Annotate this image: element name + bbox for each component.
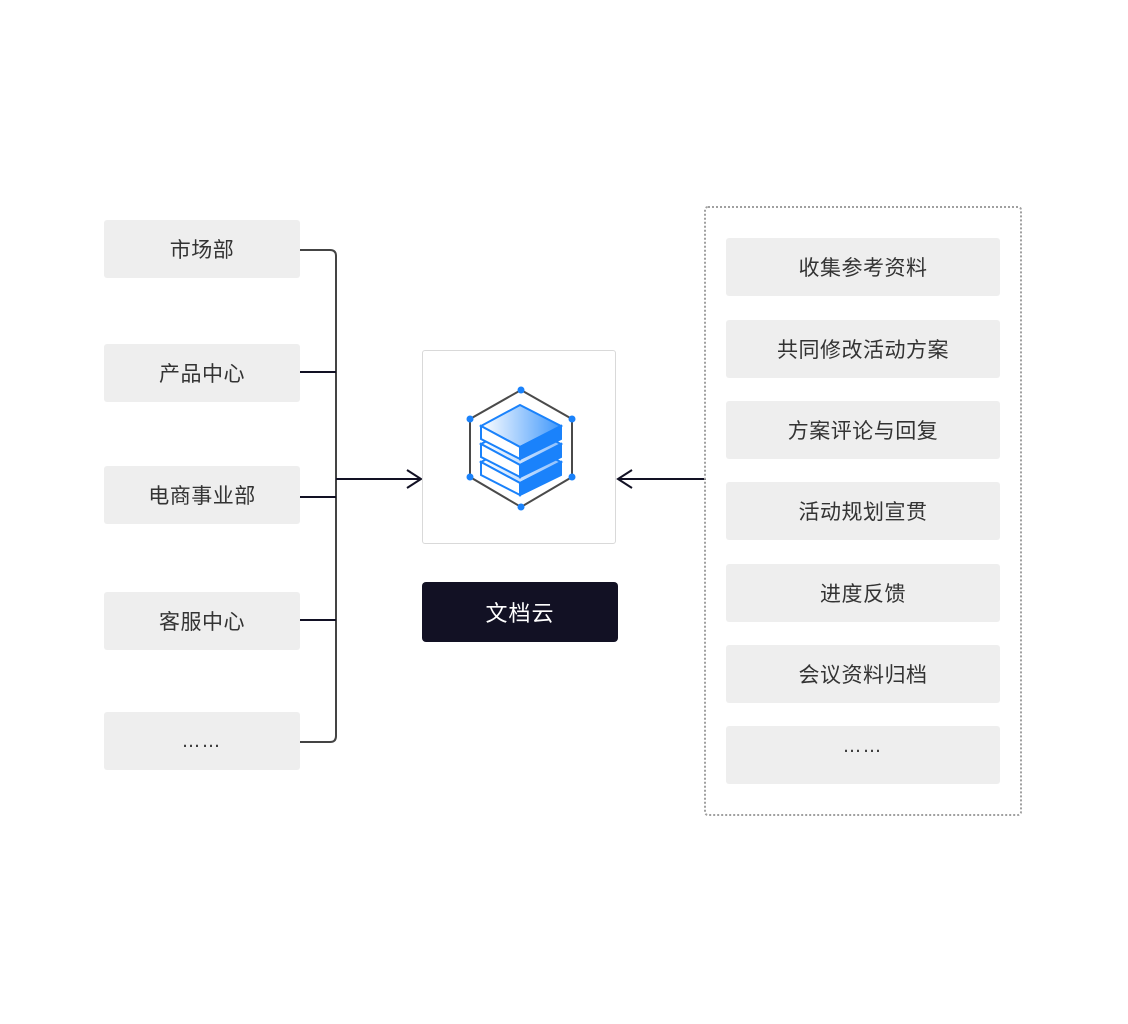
activity-label: 共同修改活动方案 [777, 338, 949, 362]
department-label: 市场部 [169, 238, 235, 262]
arrow-from-activities-head [616, 469, 633, 489]
activity-label: …… [843, 736, 883, 757]
activity-label: 方案评论与回复 [787, 419, 939, 443]
activity-label: 活动规划宣贯 [798, 500, 928, 524]
activities-group [704, 206, 1022, 816]
arrow-to-center-head [406, 469, 423, 489]
activity-box: 方案评论与回复 [726, 401, 1000, 459]
activity-box: 共同修改活动方案 [726, 320, 1000, 378]
department-bracket [300, 249, 337, 743]
department-box: 电商事业部 [104, 466, 300, 524]
activity-box-more: …… [726, 726, 1000, 784]
center-label-text: 文档云 [485, 602, 555, 627]
department-label: 客服中心 [159, 610, 245, 634]
activity-box: 会议资料归档 [726, 645, 1000, 703]
activity-label: 收集参考资料 [798, 256, 928, 280]
hexagon-vertex-dots [466, 386, 576, 511]
activity-box: 活动规划宣贯 [726, 482, 1000, 540]
stack-layer-top [478, 403, 564, 461]
department-label: 电商事业部 [148, 484, 256, 508]
center-label: 文档云 [422, 582, 618, 642]
department-box-more: …… [104, 712, 300, 770]
center-icon-card [422, 350, 616, 544]
department-label: 产品中心 [159, 362, 245, 386]
activity-box: 进度反馈 [726, 564, 1000, 622]
department-box: 市场部 [104, 220, 300, 278]
activity-label: 进度反馈 [820, 582, 906, 606]
activity-box: 收集参考资料 [726, 238, 1000, 296]
activity-label: 会议资料归档 [798, 663, 928, 687]
department-box: 产品中心 [104, 344, 300, 402]
department-box: 客服中心 [104, 592, 300, 650]
department-label: …… [182, 730, 222, 752]
document-cloud-stack-icon [466, 386, 576, 511]
